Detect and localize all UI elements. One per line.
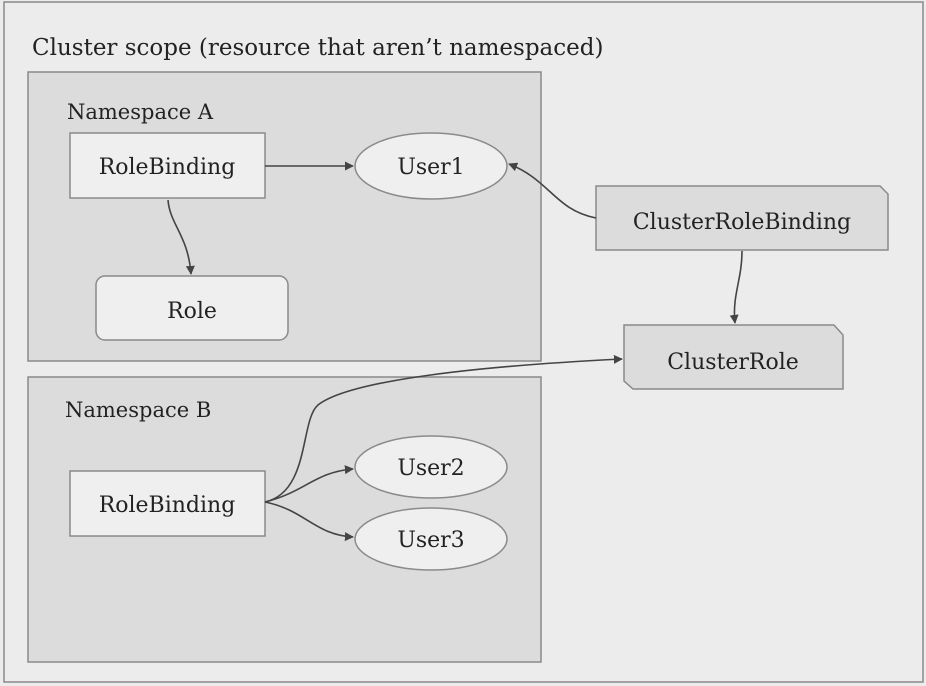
rolebinding-a-label: RoleBinding bbox=[99, 155, 236, 180]
cluster-scope-title: Cluster scope (resource that aren’t name… bbox=[32, 35, 603, 61]
namespace-b-label: Namespace B bbox=[65, 398, 211, 422]
clusterrole-label: ClusterRole bbox=[667, 350, 799, 375]
namespace-a-label: Namespace A bbox=[67, 100, 214, 124]
user3-node[interactable]: User3 bbox=[354, 507, 508, 571]
clusterrole-node[interactable]: ClusterRole bbox=[623, 324, 844, 390]
user1-node[interactable]: User1 bbox=[354, 132, 508, 200]
edge-rolebinding-b-to-clusterrole bbox=[264, 354, 623, 503]
user3-label: User3 bbox=[397, 528, 464, 553]
edge-rolebinding-b-to-user3 bbox=[264, 501, 354, 542]
user1-label: User1 bbox=[397, 155, 464, 180]
user2-node[interactable]: User2 bbox=[354, 435, 508, 499]
edge-clusterrolebinding-to-clusterrole bbox=[729, 250, 743, 324]
clusterrolebinding-node[interactable]: ClusterRoleBinding bbox=[595, 185, 889, 251]
rolebinding-b-node[interactable]: RoleBinding bbox=[69, 470, 266, 537]
role-node[interactable]: Role bbox=[95, 275, 289, 341]
edge-clusterrolebinding-to-user1 bbox=[508, 162, 597, 219]
user2-label: User2 bbox=[397, 456, 464, 481]
rolebinding-b-label: RoleBinding bbox=[99, 493, 236, 518]
namespace-a: Namespace A RoleBinding User1 Role bbox=[27, 71, 542, 362]
edge-rolebinding-a-to-role bbox=[167, 199, 195, 275]
rolebinding-a-node[interactable]: RoleBinding bbox=[69, 132, 266, 199]
role-label: Role bbox=[167, 299, 217, 324]
namespace-b: Namespace B RoleBinding User2 User3 bbox=[27, 376, 542, 663]
edge-rolebinding-b-to-user2 bbox=[264, 465, 354, 503]
clusterrolebinding-label: ClusterRoleBinding bbox=[633, 210, 851, 235]
